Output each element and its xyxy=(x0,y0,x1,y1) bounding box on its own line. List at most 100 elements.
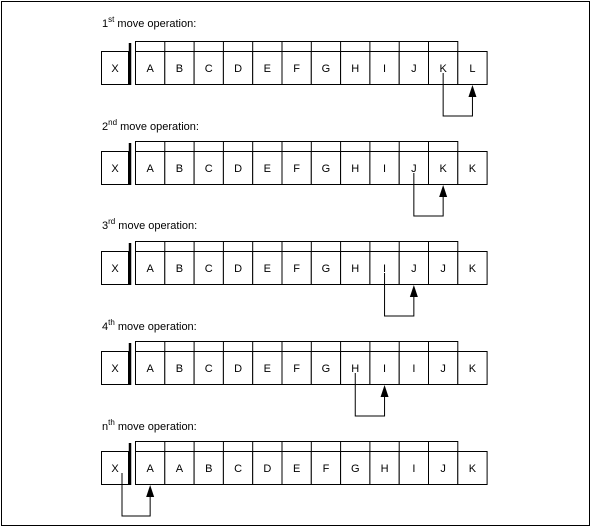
array-cell xyxy=(193,251,224,285)
array-cell xyxy=(164,51,195,85)
x-cell-label: X xyxy=(111,363,119,375)
array-cell-label: D xyxy=(234,263,242,275)
array-cell-label: G xyxy=(322,63,331,75)
array-cell-label: F xyxy=(323,463,330,475)
array-cell-label: K xyxy=(439,63,447,75)
array-cell-label: E xyxy=(264,163,271,175)
array-cell xyxy=(164,351,195,385)
array-cell xyxy=(135,251,166,285)
array-cell-label: I xyxy=(412,463,415,475)
array-cell xyxy=(164,451,195,485)
array-cell xyxy=(398,51,430,85)
operation-ordinal-suffix: th xyxy=(108,318,115,327)
top-strip xyxy=(135,141,459,152)
x-cell-label: X xyxy=(111,63,119,75)
operation-ordinal: 3 xyxy=(102,220,109,232)
array-cell-label: D xyxy=(263,463,271,475)
array-cell xyxy=(457,351,488,385)
array-cell-label: K xyxy=(469,163,477,175)
array-cell xyxy=(252,351,283,385)
operation-ordinal: 1 xyxy=(102,18,109,30)
array-cell-label: H xyxy=(351,363,359,375)
array-cell-label: B xyxy=(176,163,183,175)
array-cell-label: F xyxy=(293,63,300,75)
array-cell-label: I xyxy=(412,363,415,375)
x-cell xyxy=(101,251,129,285)
array-cell-label: A xyxy=(146,263,154,275)
array-cell xyxy=(457,51,488,85)
array-cell-label: G xyxy=(322,263,331,275)
array-cell-label: K xyxy=(439,163,447,175)
array-cell-label: J xyxy=(411,263,417,275)
top-strip xyxy=(135,41,459,52)
array-cell xyxy=(310,251,342,285)
array-cell-label: K xyxy=(469,263,477,275)
array-cell-label: F xyxy=(293,263,300,275)
array-cell xyxy=(457,451,488,485)
array-cell-label: J xyxy=(440,363,446,375)
array-cell-label: B xyxy=(205,463,212,475)
array-cell xyxy=(457,151,488,185)
array-cell-label: B xyxy=(176,363,183,375)
array-cell xyxy=(222,51,254,85)
array-cell xyxy=(428,251,459,285)
array-cell xyxy=(281,251,312,285)
array-cell-label: D xyxy=(234,63,242,75)
array-cell xyxy=(340,51,371,85)
array-cell xyxy=(135,451,166,485)
array-cell xyxy=(457,251,488,285)
array-cell-label: C xyxy=(234,463,242,475)
operation-title-text: move operation: xyxy=(117,121,199,133)
array-cell-label: F xyxy=(293,363,300,375)
array-cell-label: A xyxy=(146,63,154,75)
array-cell-label: A xyxy=(146,363,154,375)
array-cell-label: G xyxy=(322,163,331,175)
x-cell-label: X xyxy=(111,163,119,175)
array-cell-label: A xyxy=(146,163,154,175)
move-arrowhead xyxy=(409,285,418,297)
operation-title-text: move operation: xyxy=(115,220,198,232)
array-cell-label: J xyxy=(440,463,446,475)
array-cell xyxy=(340,451,371,485)
array-cell xyxy=(398,351,430,385)
array-cell-label: H xyxy=(351,63,359,75)
x-cell xyxy=(101,451,129,485)
x-cell-label: X xyxy=(111,463,119,475)
operation-ordinal-suffix: nd xyxy=(108,118,118,127)
move-arrow-line xyxy=(354,373,386,417)
move-arrowhead xyxy=(146,485,155,497)
array-cell-label: A xyxy=(146,463,154,475)
array-cell xyxy=(135,151,166,185)
array-cell-label: C xyxy=(205,163,213,175)
array-cell-label: H xyxy=(351,263,359,275)
array-cell xyxy=(281,151,312,185)
array-cell-label: D xyxy=(234,363,242,375)
array-cell-label: L xyxy=(469,63,475,75)
operation-ordinal: 4 xyxy=(102,321,109,333)
x-cell-label: X xyxy=(111,263,119,275)
array-cell-label: J xyxy=(411,63,417,75)
array-cell-label: K xyxy=(469,363,477,375)
operation-title-text: move operation: xyxy=(114,18,197,30)
move-arrowhead xyxy=(380,385,389,397)
operation-label: 2nd move operation: xyxy=(102,118,199,134)
array-cell-label: C xyxy=(205,263,213,275)
array-cell xyxy=(310,351,342,385)
array-cell xyxy=(252,451,283,485)
move-arrow-line xyxy=(413,173,444,217)
array-cell xyxy=(193,51,224,85)
operation-label: 4th move operation: xyxy=(102,318,197,334)
array-cell-label: C xyxy=(205,63,213,75)
operation-ordinal-suffix: th xyxy=(108,418,115,427)
move-arrow-line xyxy=(121,473,151,517)
array-cell xyxy=(369,51,400,85)
array-cell xyxy=(164,151,195,185)
array-cell-label: B xyxy=(176,63,183,75)
top-strip xyxy=(135,341,459,352)
top-strip xyxy=(135,241,459,252)
x-cell xyxy=(101,151,129,185)
array-cell xyxy=(222,251,254,285)
array-cell-label: I xyxy=(383,363,386,375)
operation-label: 3rd move operation: xyxy=(102,218,198,233)
